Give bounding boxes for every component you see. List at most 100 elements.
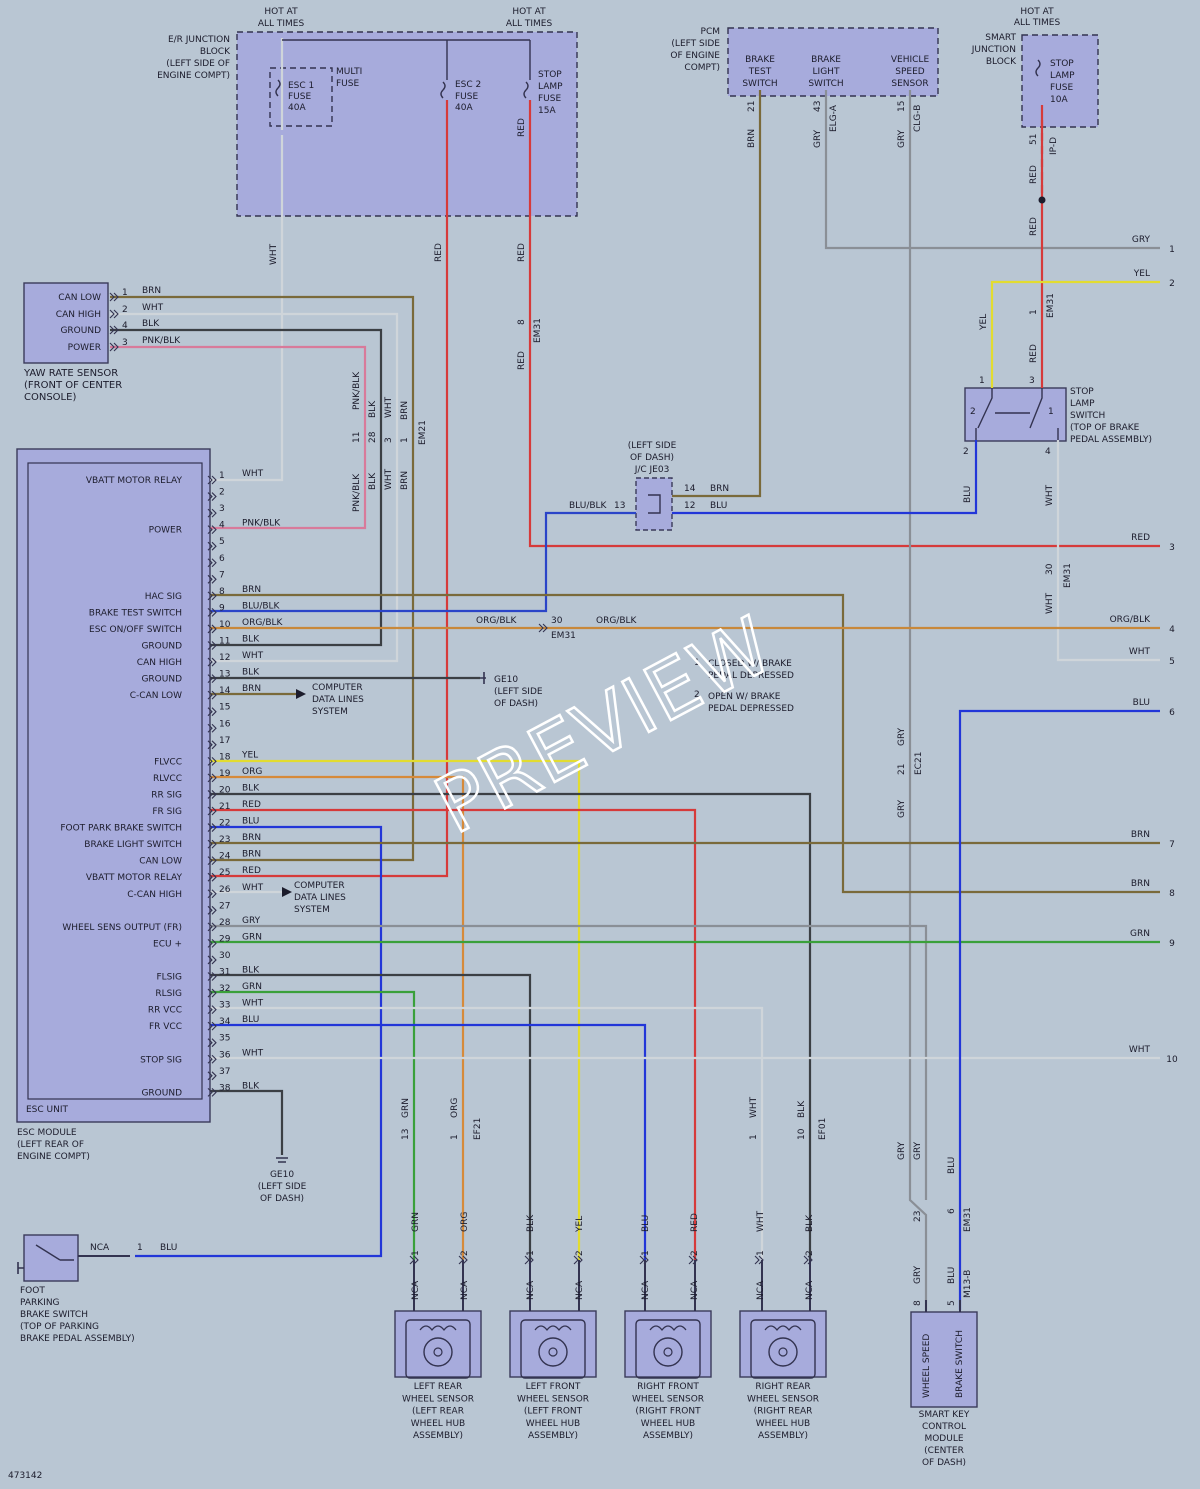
esc-pin-name: CAN LOW — [139, 857, 182, 867]
sensor-nca-1: NCA — [411, 1280, 421, 1300]
v-blk-rr: BLK — [797, 1100, 807, 1118]
je03-w13: BLU/BLK — [569, 501, 608, 511]
p-rr10: 10 — [797, 1128, 807, 1140]
exit-number: 4 — [1169, 625, 1175, 635]
arrow-cds1 — [296, 689, 306, 699]
exit-number: 2 — [1169, 279, 1175, 289]
fpbs-internal — [35, 1244, 74, 1261]
esc-pin-name: RR VCC — [148, 1006, 182, 1016]
esc-pin-wire: WHT — [242, 883, 264, 893]
sensor-label: WHEEL SENSOR — [747, 1394, 819, 1404]
sensor-nca-2: NCA — [575, 1280, 585, 1300]
multi-fuse-box — [269, 67, 333, 127]
esc-pin-number: 15 — [219, 703, 230, 713]
stop-sw-p2: 2 — [963, 447, 969, 457]
c-em31-a: EM31 — [533, 318, 543, 343]
sensor-label: RIGHT FRONT — [637, 1382, 699, 1392]
exit-wire-label: BRN — [1131, 830, 1150, 840]
esc-pin-name: FLSIG — [156, 973, 182, 983]
wire-blu-6 — [958, 709, 1160, 1310]
wire-blk-31 — [210, 973, 532, 1260]
je03-p12: 12 — [684, 501, 695, 511]
p-skm8: 8 — [913, 1300, 923, 1306]
v-wht-er: WHT — [269, 243, 279, 265]
c-m13b: M13-B — [963, 1270, 973, 1298]
v-red-stop1: RED — [517, 118, 527, 137]
esc-pin-number: 3 — [219, 504, 225, 514]
fpbs-wire: BLU — [160, 1243, 177, 1253]
wire-yel-18 — [210, 759, 581, 1260]
esc-pin-connector — [207, 889, 217, 899]
sensor-label: WHEEL SENSOR — [402, 1394, 474, 1404]
esc-pin-connector — [207, 872, 217, 882]
c-ef21: EF21 — [473, 1118, 483, 1140]
c-em31-b: EM31 — [1046, 293, 1056, 318]
skm-ws: WHEEL SPEED — [922, 1334, 932, 1398]
esc-pin-wire: WHT — [242, 999, 264, 1009]
wire-red-21 — [210, 808, 697, 1260]
yaw-pin-name: CAN HIGH — [56, 310, 101, 320]
yaw-pin-wire: BLK — [142, 319, 160, 329]
esc-pin-connector — [207, 756, 217, 766]
sensor-wire-2: RED — [690, 1213, 700, 1232]
p-sjb51: 51 — [1029, 134, 1039, 145]
esc-pin-name: FR SIG — [152, 807, 182, 817]
v-blu-stop: BLU — [963, 486, 973, 503]
p-skm5: 5 — [947, 1300, 957, 1306]
esc-pin-number: 22 — [219, 819, 230, 829]
exit-wire-label: RED — [1131, 533, 1150, 543]
c-elg: ELG-A — [829, 104, 839, 132]
orgblk-left: ORG/BLK — [476, 616, 518, 626]
em31-orgblk-connector — [538, 623, 548, 633]
exit-number: 7 — [1169, 840, 1175, 850]
esc-pin-connector — [207, 707, 217, 717]
esc-pin-connector — [207, 939, 217, 948]
v-gry-ec21b: GRY — [897, 799, 907, 818]
skm-bs: BRAKE SWITCH — [955, 1330, 965, 1398]
esc-pin-number: 34 — [219, 1017, 231, 1027]
exit-wire-label: GRY — [1132, 235, 1151, 245]
arrow-cds2 — [282, 887, 292, 897]
esc-pin-connector — [207, 574, 217, 584]
esc-pin-wire: BRN — [242, 850, 261, 860]
yaw-pin-name: POWER — [68, 343, 101, 353]
esc-pin-connector — [207, 657, 217, 667]
sensor-label: WHEEL SENSOR — [517, 1394, 589, 1404]
esc-unit — [27, 462, 203, 1100]
v-red-sjb1: RED — [1029, 165, 1039, 184]
esc-pin-connector — [207, 790, 217, 799]
esc-pin-wire: BRN — [242, 585, 261, 595]
esc-pin-number: 27 — [219, 901, 230, 911]
esc-pin-wire: GRN — [242, 932, 262, 942]
wire-brn-pcm — [672, 90, 762, 498]
je03-junction — [635, 477, 673, 531]
v-red-sjb2: RED — [1029, 217, 1039, 236]
sensor-label: ASSEMBLY) — [528, 1431, 578, 1441]
esc-pin-number: 23 — [219, 835, 230, 845]
exit-wire-label: GRN — [1130, 929, 1150, 939]
c-em31-d: EM31 — [963, 1207, 973, 1232]
esc-pin-connector — [207, 972, 217, 981]
sensor-connector — [573, 1255, 583, 1265]
exit-wire-label: YEL — [1133, 269, 1150, 279]
smart-junction-block — [1021, 34, 1099, 128]
v-blu-skm2: BLU — [947, 1267, 957, 1284]
p-skm23: 23 — [913, 1211, 923, 1222]
esc-pin-connector — [207, 525, 217, 535]
esc-pin-connector — [207, 1038, 217, 1048]
ground-ge10a — [480, 672, 486, 684]
v-gry-pcm15: GRY — [897, 129, 907, 148]
fuse-glyphs — [275, 59, 1041, 99]
esc-pin-connector — [207, 905, 217, 915]
esc-pin-number: 11 — [219, 637, 230, 647]
wire-gry-pcm15 — [908, 90, 928, 1310]
sensor-connector — [688, 1255, 698, 1265]
